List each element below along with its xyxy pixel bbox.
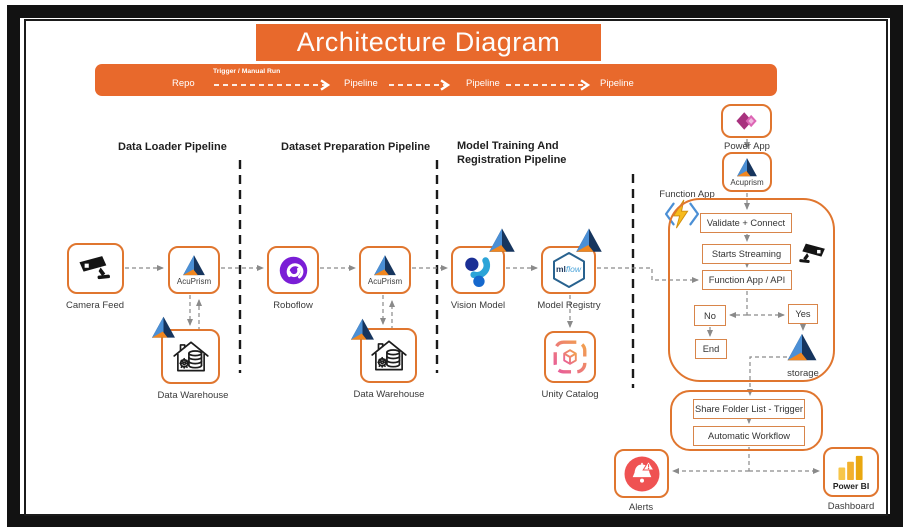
power-bi-icon [838,455,863,480]
banner-pipeline2-label: Pipeline [466,78,500,89]
vision-model-icon [465,257,491,288]
alert-bell-icon [624,456,659,491]
section-heading-dataset-prep: Dataset Preparation Pipeline [281,141,431,153]
banner-pipeline1-label: Pipeline [344,78,378,89]
cctv-camera-icon [78,256,110,280]
acuprism-node-1-label: AcuPrism [176,277,212,286]
acuprism-node-3-label: Acuprism [730,178,764,187]
mlflow-icon [552,252,585,288]
yes-step: Yes [788,304,818,324]
acuprism-badge-icon [152,316,175,338]
function-app-api-label: Function App / API [708,275,786,285]
model-registry-label: Model Registry [537,300,601,311]
dashboard-label: Dashboard [827,501,875,512]
alerts-label: Alerts [628,502,654,513]
data-warehouse-2-label: Data Warehouse [353,389,425,400]
camera-feed-label: Camera Feed [65,300,125,311]
banner-repo-label: Repo [172,78,195,89]
storage-acuprism-icon [787,333,817,361]
unity-catalog-icon [553,340,587,374]
unity-catalog-label: Unity Catalog [541,389,599,400]
banner-trigger-label: Trigger / Manual Run [213,68,281,75]
title-bar: Architecture Diagram [256,24,601,61]
workflow-container [670,390,823,451]
end-step: End [695,339,727,359]
function-app-api-step: Function App / API [702,270,792,290]
camera-feed-node [67,243,124,294]
no-step: No [694,305,726,326]
storage-label: storage [787,368,819,379]
share-folder-step: Share Folder List - Trigger [693,399,805,419]
warehouse-icon [172,340,209,371]
roboflow-icon [279,256,307,284]
warehouse-icon [370,339,407,370]
no-label: No [704,310,716,321]
power-apps-icon [735,112,757,130]
section-heading-model-training: Model Training And Registration Pipeline [457,140,567,166]
acuprism-node-3: Acuprism [722,152,772,192]
power-bi-wordmark: Power BI [832,480,870,491]
validate-connect-step: Validate + Connect [700,213,792,233]
acuprism-badge-icon [351,318,374,340]
acuprism-icon [374,255,396,276]
power-app-node [721,104,772,138]
acuprism-icon [183,255,205,276]
vision-model-label: Vision Model [450,300,506,311]
acuprism-node-2-label: AcuPrism [367,277,403,286]
acuprism-badge-icon [576,228,602,252]
model-registry-node: mlflow [541,246,596,294]
acuprism-node-2: AcuPrism [359,246,411,294]
picture-frame-inner-line [24,19,888,516]
alerts-node [614,449,669,498]
validate-connect-label: Validate + Connect [706,218,786,228]
page-title: Architecture Diagram [296,27,561,57]
streaming-flow-container [668,198,835,382]
yes-label: Yes [795,309,811,319]
automatic-workflow-step: Automatic Workflow [693,426,805,446]
acuprism-icon [737,158,757,177]
vision-model-node [451,246,505,294]
roboflow-node [267,246,319,294]
roboflow-label: Roboflow [273,300,313,311]
starts-streaming-step: Starts Streaming [702,244,791,264]
automatic-workflow-label: Automatic Workflow [708,431,790,441]
section-heading-data-loader: Data Loader Pipeline [118,141,227,153]
pipeline-banner [95,64,777,96]
starts-streaming-label: Starts Streaming [711,249,782,259]
end-label: End [702,344,720,354]
data-warehouse-node-1 [161,329,220,384]
share-folder-label: Share Folder List - Trigger [695,404,803,414]
power-app-label: Power App [724,141,770,152]
banner-pipeline3-label: Pipeline [600,78,634,89]
cctv-camera-icon [799,243,825,263]
data-warehouse-1-label: Data Warehouse [157,390,229,401]
acuprism-badge-icon [489,228,515,252]
mlflow-wordmark: mlflow [555,264,582,274]
unity-catalog-node [544,331,596,383]
picture-frame [7,5,903,527]
acuprism-node-1: AcuPrism [168,246,220,294]
power-bi-node: Power BI [823,447,879,497]
function-app-label: Function App [659,189,715,200]
